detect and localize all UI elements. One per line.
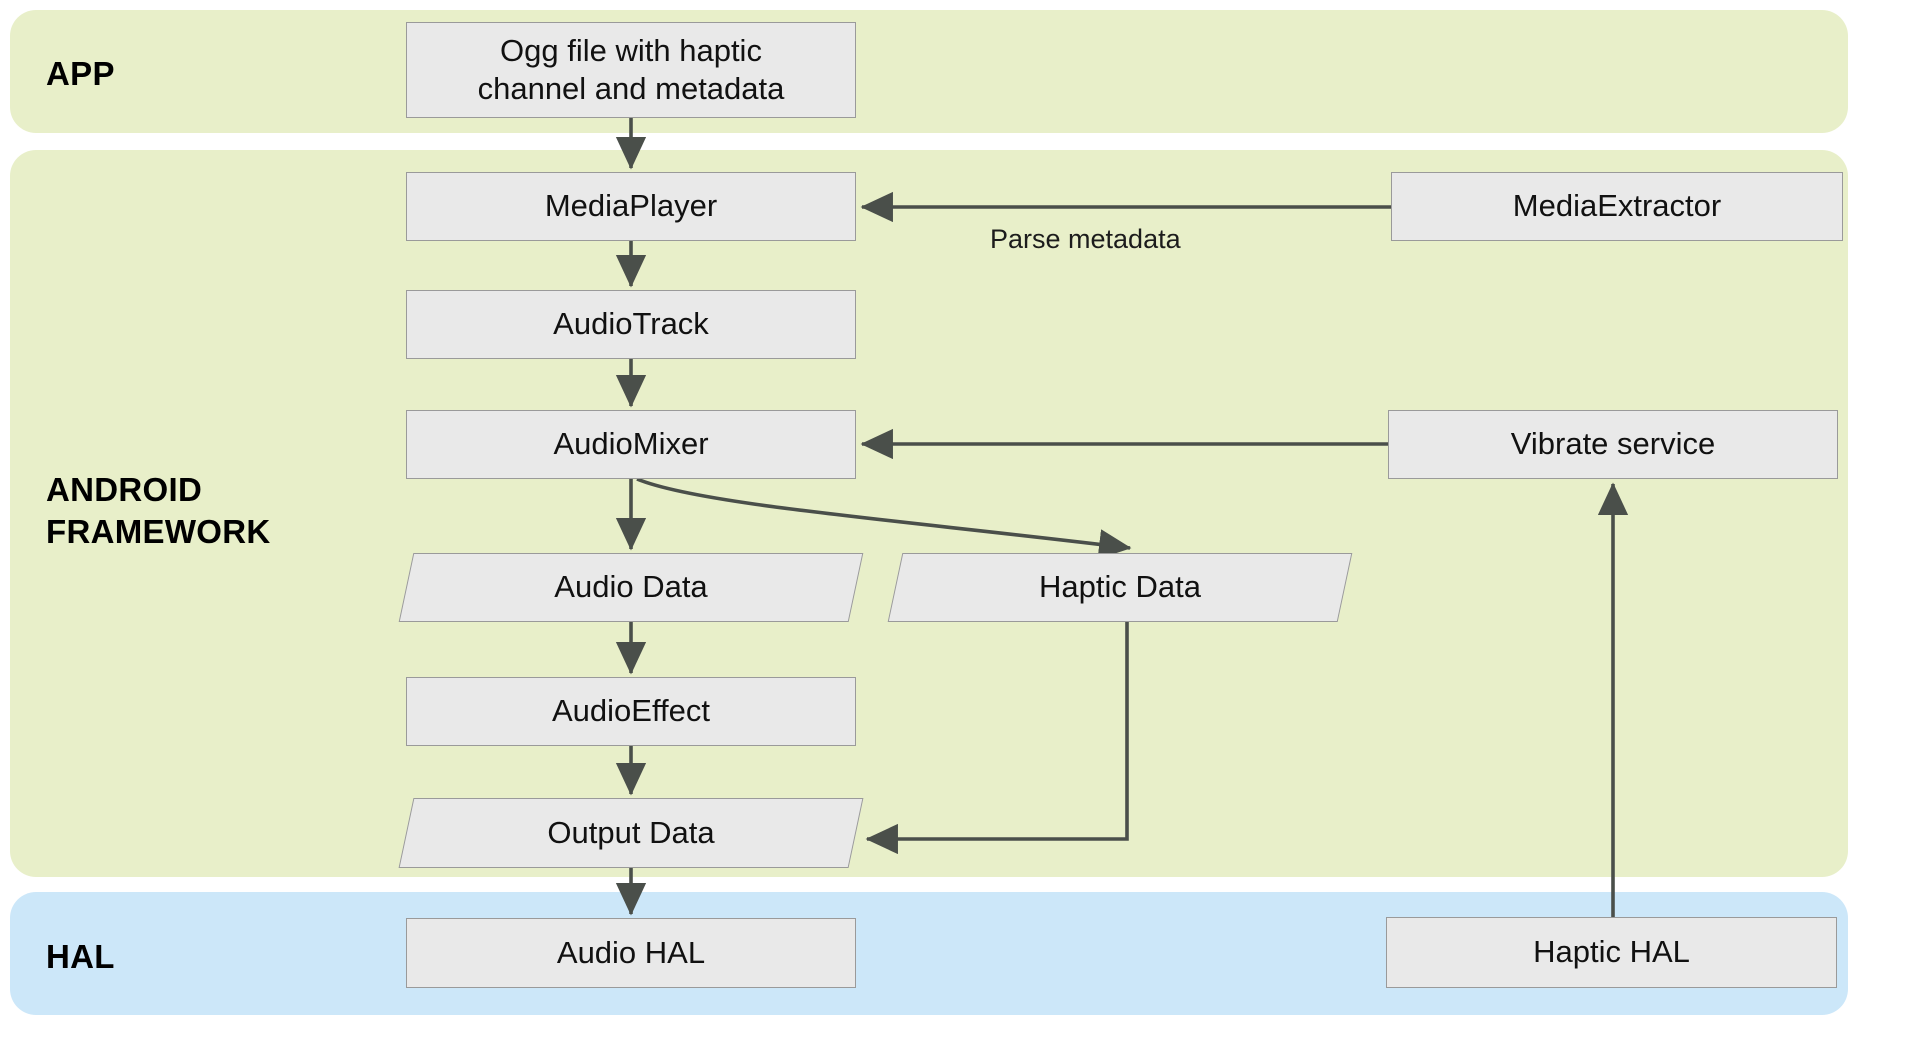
node-audio-effect[interactable]: AudioEffect	[406, 677, 856, 746]
node-ogg-file[interactable]: Ogg file with haptic channel and metadat…	[406, 22, 856, 118]
node-audio-mixer[interactable]: AudioMixer	[406, 410, 856, 479]
node-media-player-label: MediaPlayer	[544, 188, 718, 224]
node-haptic-data[interactable]: Haptic Data	[887, 553, 1353, 622]
node-audio-data-label: Audio Data	[554, 569, 708, 605]
node-haptic-hal[interactable]: Haptic HAL	[1386, 917, 1837, 988]
node-audio-hal-label: Audio HAL	[556, 934, 706, 970]
band-label-android-framework: ANDROID FRAMEWORK	[46, 471, 271, 550]
node-media-extractor-label: MediaExtractor	[1512, 188, 1722, 224]
node-ogg-file-label: Ogg file with haptic channel and metadat…	[477, 32, 785, 106]
node-output-data-label: Output Data	[547, 814, 715, 850]
node-haptic-data-label: Haptic Data	[1039, 569, 1201, 605]
node-audio-effect-label: AudioEffect	[552, 693, 710, 729]
edge-label-parse-metadata: Parse metadata	[990, 224, 1181, 254]
band-android-framework	[10, 150, 1848, 877]
band-label-app: APP	[46, 55, 115, 92]
node-vibrate-service[interactable]: Vibrate service	[1388, 410, 1838, 479]
node-media-extractor[interactable]: MediaExtractor	[1391, 172, 1843, 241]
node-media-player[interactable]: MediaPlayer	[406, 172, 856, 241]
node-vibrate-service-label: Vibrate service	[1510, 426, 1716, 462]
node-output-data[interactable]: Output Data	[398, 798, 864, 868]
node-audio-data[interactable]: Audio Data	[398, 553, 864, 622]
band-app	[10, 10, 1848, 133]
node-haptic-hal-label: Haptic HAL	[1533, 934, 1690, 970]
band-label-hal: HAL	[46, 938, 115, 975]
node-audio-track[interactable]: AudioTrack	[406, 290, 856, 359]
node-audio-track-label: AudioTrack	[553, 306, 709, 342]
node-audio-hal[interactable]: Audio HAL	[406, 918, 856, 988]
node-audio-mixer-label: AudioMixer	[553, 426, 709, 462]
